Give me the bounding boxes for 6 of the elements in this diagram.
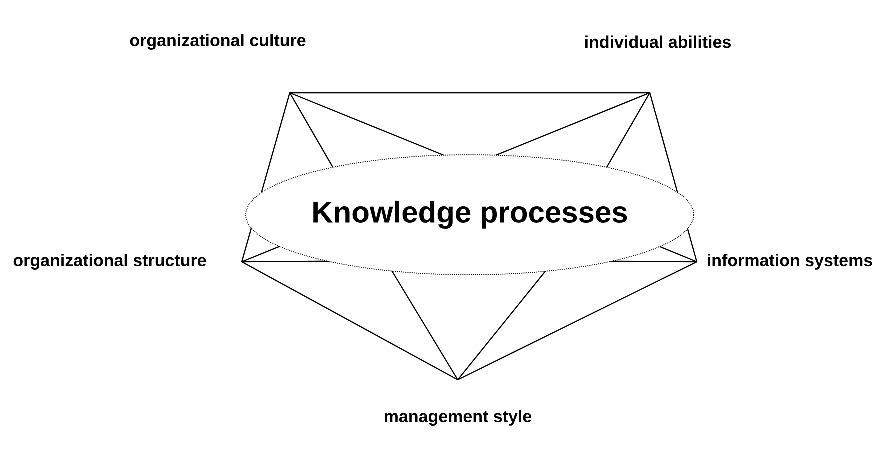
factor-label: organizational structure: [14, 254, 206, 270]
ellipse-node: Knowledge processes: [246, 154, 694, 276]
factor-label: information systems: [708, 254, 872, 270]
factor-label: individual abilities: [586, 36, 731, 48]
factor-label: management style: [384, 410, 532, 426]
factor-label: organizational culture: [130, 34, 306, 50]
